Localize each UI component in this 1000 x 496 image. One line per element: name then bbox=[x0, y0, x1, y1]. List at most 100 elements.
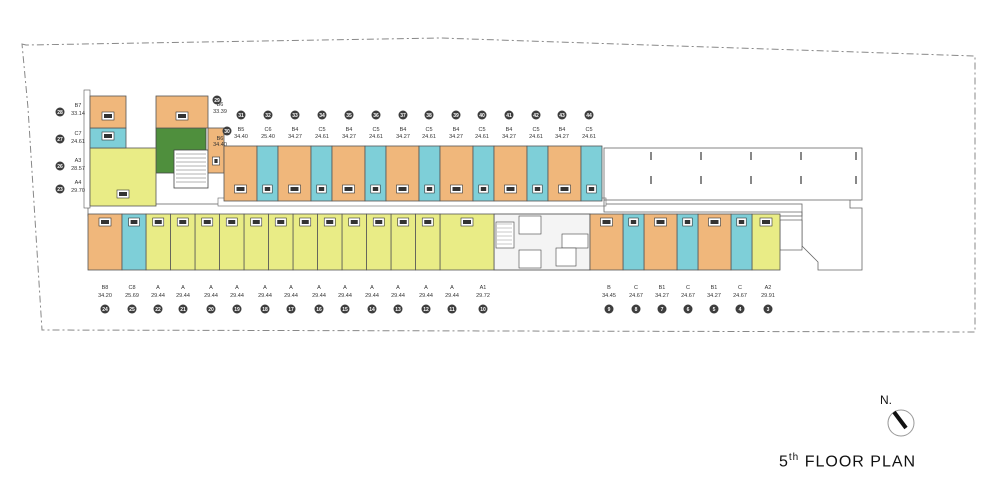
fixture-36 bbox=[372, 187, 379, 191]
title-rest: FLOOR PLAN bbox=[804, 453, 917, 471]
unit-number-badge bbox=[584, 110, 594, 120]
unit-type-30: B6 bbox=[217, 136, 224, 142]
unit-number-badge bbox=[683, 304, 693, 314]
unit-type-13: A bbox=[396, 285, 400, 291]
fixture-3 bbox=[762, 220, 770, 224]
unit-area-41: 34.27 bbox=[502, 134, 516, 140]
unit-number-badge bbox=[212, 95, 222, 105]
east-stair bbox=[779, 219, 803, 251]
unit-number-badge bbox=[344, 110, 354, 120]
unit-number-31: 31 bbox=[238, 113, 244, 119]
unit-number-38: 38 bbox=[426, 113, 432, 119]
unit-area-43: 34.27 bbox=[555, 134, 569, 140]
unit-number-21: 21 bbox=[180, 307, 186, 313]
unit-area-28: 33.14 bbox=[71, 111, 85, 117]
unit-area-40: 24.61 bbox=[475, 134, 489, 140]
unit-number-33: 33 bbox=[292, 113, 298, 119]
unit-number-42: 42 bbox=[533, 113, 539, 119]
unit-area-7: 34.27 bbox=[655, 293, 669, 299]
fixture-14 bbox=[350, 220, 358, 224]
title-number: 5 bbox=[779, 453, 789, 471]
unit-type-19: A bbox=[235, 285, 239, 291]
fixture-25 bbox=[130, 220, 138, 224]
fixture-42 bbox=[534, 187, 541, 191]
unit-number-badge bbox=[178, 304, 188, 314]
unit-number-badge bbox=[55, 107, 65, 117]
unit-number-badge bbox=[55, 161, 65, 171]
unit-area-15: 29.44 bbox=[338, 293, 352, 299]
unit-number-25: 25 bbox=[129, 307, 135, 313]
unit-type-31: B5 bbox=[238, 127, 245, 133]
unit-type-16: A bbox=[317, 285, 321, 291]
fixture-7 bbox=[656, 220, 665, 224]
fixture-44 bbox=[588, 187, 595, 191]
unit-area-4: 24.67 bbox=[733, 293, 747, 299]
unit-area-29: 33.39 bbox=[213, 109, 227, 115]
unit-area-27: 24.61 bbox=[71, 139, 85, 145]
unit-number-23: 23 bbox=[57, 187, 63, 193]
unit-type-28: B7 bbox=[75, 103, 82, 109]
unit-number-badge bbox=[317, 110, 327, 120]
unit-number-badge bbox=[340, 304, 350, 314]
unit-number-badge bbox=[393, 304, 403, 314]
unit-number-30: 30 bbox=[224, 129, 230, 135]
unit-number-36: 36 bbox=[373, 113, 379, 119]
unit-area-44: 24.61 bbox=[582, 134, 596, 140]
unit-number-badge bbox=[263, 110, 273, 120]
unit-44 bbox=[580, 145, 603, 202]
unit-number-badge bbox=[447, 304, 457, 314]
unit-number-badge bbox=[367, 304, 377, 314]
unit-number-43: 43 bbox=[559, 113, 565, 119]
unit-type-34: C5 bbox=[318, 127, 325, 133]
unit-number-6: 6 bbox=[687, 307, 690, 313]
unit-type-36: C5 bbox=[372, 127, 379, 133]
unit-area-22: 29.44 bbox=[151, 293, 165, 299]
fixture-9 bbox=[602, 220, 611, 224]
unit-type-40: C5 bbox=[478, 127, 485, 133]
unit-number-badge bbox=[127, 304, 137, 314]
unit-number-18: 18 bbox=[262, 307, 268, 313]
unit-number-40: 40 bbox=[479, 113, 485, 119]
unit-area-35: 34.27 bbox=[342, 134, 356, 140]
west-balcony bbox=[83, 89, 91, 209]
unit-area-30: 34.40 bbox=[213, 142, 227, 148]
unit-number-badge bbox=[631, 304, 641, 314]
unit-type-43: B4 bbox=[559, 127, 566, 133]
fixture-4 bbox=[738, 220, 745, 224]
unit-type-14: A bbox=[370, 285, 374, 291]
unit-number-badge bbox=[531, 110, 541, 120]
unit-type-17: A bbox=[289, 285, 293, 291]
fixture-29 bbox=[178, 114, 186, 118]
unit-area-3: 29.91 bbox=[761, 293, 775, 299]
fixture-8 bbox=[630, 220, 637, 224]
fixture-35 bbox=[344, 187, 353, 191]
fixture-38 bbox=[426, 187, 433, 191]
fixture-40 bbox=[480, 187, 487, 191]
unit-area-31: 34.40 bbox=[234, 134, 248, 140]
unit-area-33: 34.27 bbox=[288, 134, 302, 140]
unit-number-badge bbox=[314, 304, 324, 314]
unit-number-9: 9 bbox=[608, 307, 611, 313]
central-core bbox=[493, 213, 591, 271]
unit-number-3: 3 bbox=[767, 307, 770, 313]
fixture-6 bbox=[684, 220, 691, 224]
fixture-11 bbox=[424, 220, 432, 224]
unit-number-29: 29 bbox=[214, 98, 220, 104]
fixture-30 bbox=[214, 159, 218, 163]
unit-number-badge bbox=[451, 110, 461, 120]
unit-number-4: 4 bbox=[739, 307, 742, 313]
unit-area-36: 24.61 bbox=[369, 134, 383, 140]
page-title: 5th FLOOR PLAN bbox=[779, 452, 916, 471]
fixture-34 bbox=[318, 187, 325, 191]
fixture-13 bbox=[375, 220, 383, 224]
unit-number-19: 19 bbox=[234, 307, 240, 313]
unit-number-badge bbox=[55, 184, 65, 194]
unit-28 bbox=[89, 95, 127, 129]
unit-number-badge bbox=[260, 304, 270, 314]
unit-area-38: 24.61 bbox=[422, 134, 436, 140]
unit-number-34: 34 bbox=[319, 113, 325, 119]
unit-area-9: 34.45 bbox=[602, 293, 616, 299]
fixture-12 bbox=[399, 220, 407, 224]
unit-number-badge bbox=[206, 304, 216, 314]
units-layer bbox=[87, 95, 781, 271]
